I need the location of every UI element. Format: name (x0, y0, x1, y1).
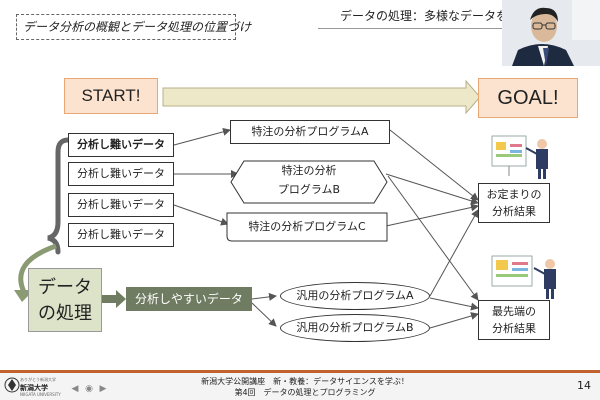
special-program-b-line2: プログラムB (277, 183, 341, 196)
result-box-standard: お定まりの 分析結果 (478, 183, 550, 223)
result-cutting-edge-line2: 分析結果 (492, 322, 536, 335)
university-logo-icon (4, 377, 20, 393)
presenter-illustration-icon (491, 255, 556, 299)
data-processing-line2: の処理 (38, 303, 92, 324)
slide-menu-icon[interactable]: ◉ (85, 384, 93, 394)
special-program-b-line1: 特注の分析 (281, 164, 337, 177)
logo-name: 新潟大学 (20, 384, 48, 392)
result-cutting-edge-line1: 最先端の (492, 305, 536, 318)
hard-data-brace (47, 137, 71, 255)
special-program-b-hexagon (230, 160, 388, 204)
data-processing-line1: データ (38, 277, 92, 298)
hard-data-box-2: 分析し難いデータ (68, 162, 174, 186)
easy-data-box: 分析しやすいデータ (126, 287, 252, 311)
special-program-c-shape (226, 212, 388, 242)
footer-accent-bar (0, 370, 600, 373)
data-processing-box: データ の処理 (28, 268, 102, 332)
slide-footer (0, 370, 600, 400)
footer-lecture-title: 第4回 データの処理とプログラミング (234, 388, 376, 397)
footer-course-title: 新潟大学公開講座 新・教養：データサイエンスを学ぶ！ (201, 377, 409, 386)
special-program-a: 特注の分析プログラムA (230, 120, 390, 144)
result-standard-line2: 分析結果 (492, 205, 536, 218)
result-box-cutting-edge: 最先端の 分析結果 (478, 300, 550, 340)
hard-data-box-4: 分析し難いデータ (68, 223, 174, 247)
hard-data-box-1: 分析し難いデータ (68, 133, 174, 157)
goal-label: GOAL! (478, 78, 578, 118)
header-divider (318, 28, 503, 29)
result-standard-line1: お定まりの (486, 188, 542, 201)
presenter-video (502, 0, 600, 66)
logo-sub-text: ありがとう新潟大学 (20, 377, 56, 382)
next-slide-icon[interactable]: ▶ (99, 384, 107, 394)
special-program-c: 特注の分析プログラムC (248, 220, 366, 233)
logo-english-text: NIIGATA UNIVERSITY (20, 392, 61, 397)
start-label: START! (64, 78, 158, 114)
general-program-b: 汎用の分析プログラムB (280, 314, 430, 342)
start-goal-arrow (162, 79, 481, 115)
slide-title: データ分析の概観とデータ処理の位置づけ (16, 14, 251, 40)
page-number: 14 (577, 379, 591, 392)
presentation-illustration-icon (491, 135, 548, 179)
section-header: データの処理：多様なデータを利 (340, 9, 505, 23)
general-program-a: 汎用の分析プログラムA (280, 282, 430, 310)
prev-slide-icon[interactable]: ◀ (71, 384, 79, 394)
hard-data-box-3: 分析し難いデータ (68, 193, 174, 217)
